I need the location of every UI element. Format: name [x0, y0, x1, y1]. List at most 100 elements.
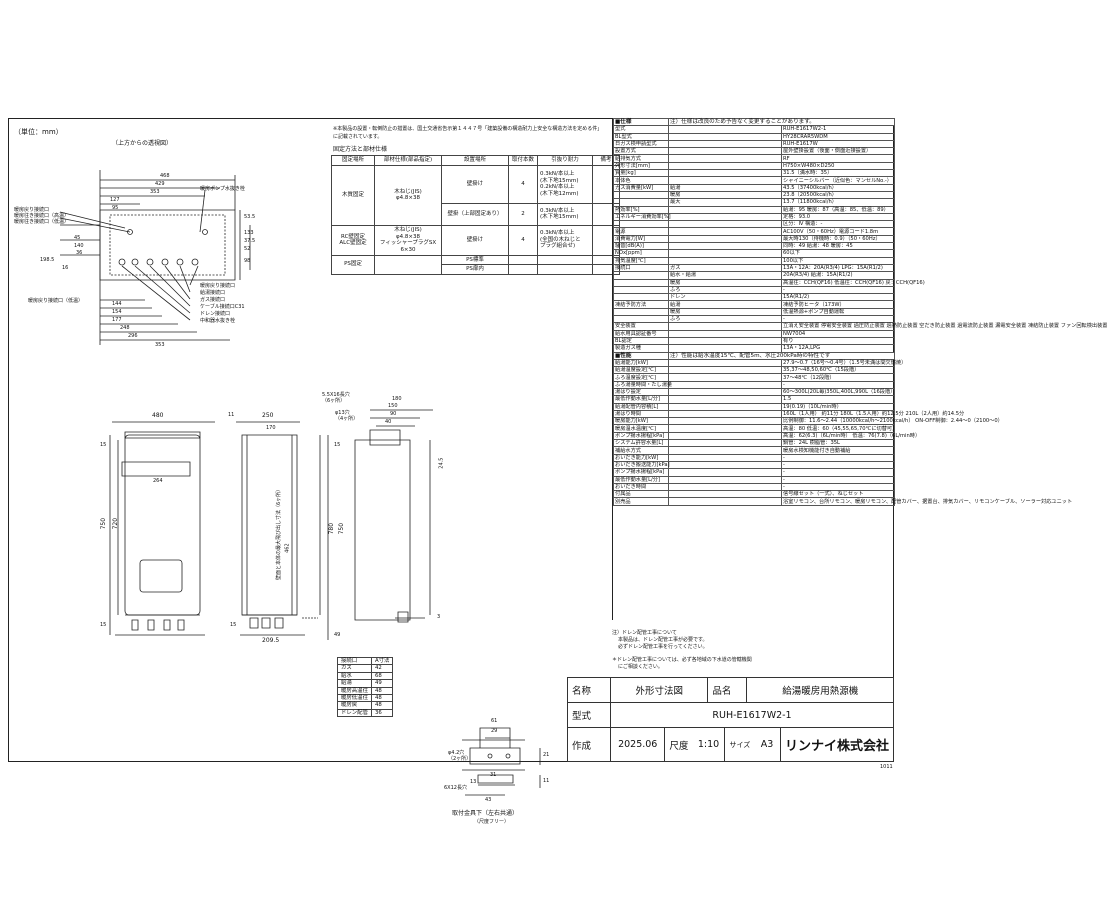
spec-row-col2: 15A(R1/2) [781, 293, 895, 302]
spec-row-col0: 安全装置 [613, 322, 669, 331]
spec-row: 暖房高温往：CCH(QF16) 低温往：CCH(QF16) 戻：CCH(QF16… [613, 278, 925, 287]
front-dim-480: 480 [152, 412, 164, 419]
fix-r4-place: PS固定 [331, 254, 375, 275]
side-dim-780: 780 [328, 522, 336, 535]
fix-r3-location: 壁掛け [441, 224, 509, 256]
spec-row-col0 [613, 278, 669, 287]
accessory-row-col1 [668, 490, 782, 499]
perf-row-col1 [668, 439, 782, 448]
install-note: ※本製品の設置・転倒防止の措置は、国土交通省告示第１４４７号「建築設備の構造耐力… [333, 126, 603, 140]
fix-r3-strength: 0.3kN/本以上 (全国の木ねじと プラグ組合せ) [537, 224, 593, 256]
side-dim-750: 750 [338, 522, 346, 535]
dim-468: 468 [160, 173, 170, 179]
spec-row-col2: 屋外壁掛設置（後面・側面近接設置） [781, 147, 895, 156]
callout-heat-supply-low: 暖房往き接続口（低温） [14, 219, 70, 225]
spec-row-col0: BL認定 [613, 336, 669, 346]
spec-row: ふろ- [613, 314, 895, 324]
tb-made-value: 2025.06 [611, 728, 666, 761]
spec-row-col2: RUH-E1617W [781, 139, 895, 149]
spec-row-col0: 外形寸法[mm] [613, 161, 669, 171]
fix-r1-material: 木ねじ(JIS) φ4.8×38 [374, 164, 442, 226]
dim-52: 52 [244, 246, 251, 252]
callout-return-port: 暖房戻り接続口 [200, 283, 236, 289]
bracket-dim-90: 90 [390, 411, 397, 417]
perf-section-note: 注）性能は給水温度15℃、配管5m、水圧200kPa時の特性です [668, 351, 895, 360]
spec-row-col2: 13A・12A,LPG [781, 344, 895, 353]
perf-row-col1 [668, 446, 782, 455]
spec-row: BL認定有り [613, 336, 895, 346]
dim-36: 36 [76, 250, 83, 256]
front-dim-15-bottom: 15 [100, 622, 107, 628]
perf-row-col1 [668, 373, 782, 382]
perf-row-col2: 35,37〜48,50,60℃（15段階） [781, 366, 895, 375]
pipe-val-heat-return: 48 [370, 701, 394, 710]
spec-row-col2: 高温往：CCH(QF16) 低温往：CCH(QF16) 戻：CCH(QF16) [781, 278, 925, 287]
spec-row-col0: ガス消費量[kW] [613, 183, 669, 192]
spec-row-col1 [668, 139, 782, 149]
perf-row-col0: 暖房能力[kW] [613, 417, 669, 426]
spec-row-col0 [613, 190, 669, 200]
spec-row-col2: 100以下 [781, 256, 895, 265]
bracket-detail-top [470, 748, 520, 764]
dim-429: 429 [155, 181, 165, 187]
spec-row: NOx[ppm]60以下 [613, 249, 895, 258]
front-window [140, 560, 182, 592]
perf-row-col0: ポンプ揚水揚程[kPa] [613, 431, 669, 441]
side-dim-15-top: 15 [334, 442, 341, 448]
spec-row-col2: - [781, 285, 895, 295]
perf-section: ■性能注）性能は給水温度15℃、配管5m、水圧200kPa時の特性です [613, 351, 895, 360]
side-dim-170: 170 [266, 425, 276, 431]
perf-row: 給湯温度設定[℃]35,37〜48,50,60℃（15段階） [613, 366, 895, 375]
fix-r1-strength: 0.3kN/本以上 (木下地15mm) 0.2kN/本以上 (木下地12mm) [537, 164, 593, 204]
pipe-row-heat-high: 暖房高温往 [337, 686, 372, 696]
perf-row-col2: - [781, 468, 895, 477]
fix-r4-count [508, 254, 538, 266]
spec-row: 日ガス検申請型式 RUH-E1617W [613, 139, 895, 149]
spec-row-col1 [668, 249, 782, 258]
perf-row-col1 [668, 453, 782, 462]
perf-row: 最低作動水量[L/分]1.5 [613, 395, 895, 404]
spec-row-col2: RUH-E1617W2-1 [781, 125, 895, 134]
perf-row-col2: - [781, 460, 895, 470]
fix-r2-location: 壁掛（上部固定あり） [441, 202, 509, 226]
pipe-val-supply: 68 [370, 671, 394, 681]
perf-row: ふろ温度設定[℃]37〜48℃（12段階） [613, 373, 895, 382]
dim-98: 98 [244, 258, 251, 264]
spec-row-col1: ドレン [668, 293, 782, 302]
perf-row-col0: 最低作動水量[L/分] [613, 475, 669, 484]
fix-r2-count: 2 [508, 202, 538, 226]
spec-row-col2: 13A・12A：20A(R3/4) LPG：15A(R1/2) [781, 263, 895, 273]
spec-row-col2: 31.5（満水時：35） [781, 169, 895, 178]
fix-r2-strength: 0.3kN/本以上 (木下地15mm) [537, 202, 593, 226]
perf-row-col2: 160L（1人用） 約11分 180L（1.5人用）約12.5分 210L（2人… [781, 409, 965, 419]
spec-row-col0: 日ガス検申請型式 [613, 139, 669, 149]
callout-heat-return: 暖房戻り接続口 [14, 207, 50, 213]
drain-note-3: ＊ドレン配管工事については、必ず各地域の下水道の管轄機関 [612, 657, 752, 663]
spec-row-col2: AC100V（50・60Hz）電源コード1.8m [781, 227, 895, 236]
dim-177: 177 [112, 317, 122, 323]
spec-row: 外形寸法[mm]H750×W480×D250 [613, 161, 895, 171]
fix-header-strength: 引抜り耐力 [537, 155, 593, 166]
perf-row-col2: - [781, 482, 895, 492]
spec-row-col0: NOx[ppm] [613, 249, 669, 258]
spec-row-col1 [668, 256, 782, 265]
callout-cable-port: ケーブル接続口C31 [200, 304, 245, 310]
spec-row: エネルギー消費効率[%]定格：93.0 [613, 212, 895, 222]
dim-296: 296 [128, 333, 138, 339]
perf-row-col2: - [781, 380, 895, 390]
perf-section-title: ■性能 [613, 351, 669, 360]
pipe-row-heat-return: 暖房戻 [337, 701, 372, 710]
spec-row-col2: 同時：49 給湯：48 暖房：45 [781, 242, 895, 251]
fixing-title: 固定方法と部材仕様 [333, 146, 388, 153]
spec-row-col0: 本体色 [613, 176, 669, 185]
callout-pump-drain: 暖房ポンプ水抜き栓 [200, 186, 245, 192]
bracket-dim-150: 150 [388, 403, 398, 409]
spec-row-col1 [668, 161, 782, 171]
